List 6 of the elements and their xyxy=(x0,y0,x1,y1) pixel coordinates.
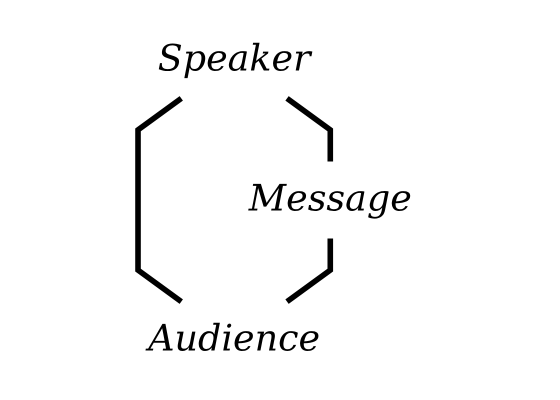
connector xyxy=(285,96,334,162)
connector xyxy=(135,96,183,304)
node-text: Speaker xyxy=(158,38,311,80)
connector xyxy=(285,238,334,304)
node-text: Audience xyxy=(148,318,320,361)
node-text: Message xyxy=(248,178,412,220)
